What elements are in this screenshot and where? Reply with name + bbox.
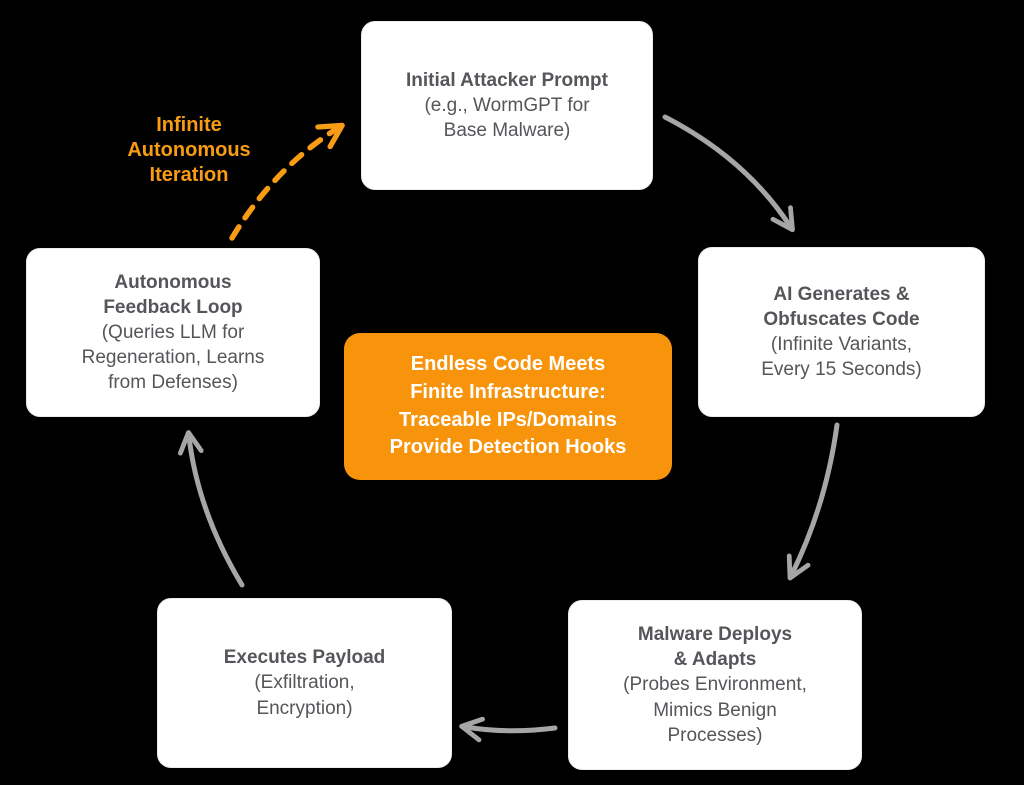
node-autonomous-feedback-loop: Autonomous Feedback Loop (Queries LLM fo… — [26, 248, 320, 417]
node-executes-payload: Executes Payload (Exfiltration, Encrypti… — [157, 598, 452, 768]
arrow-execute-to-feedback-icon — [177, 430, 245, 588]
arrow-prompt-to-generate-icon — [662, 114, 795, 233]
node-ai-generates-obfuscates: AI Generates & Obfuscates Code (Infinite… — [698, 247, 985, 417]
node-detail: (Queries LLM for Regeneration, Learns fr… — [81, 321, 265, 394]
node-malware-deploys-adapts: Malware Deploys & Adapts (Probes Environ… — [568, 600, 862, 770]
node-title: Executes Payload — [223, 647, 386, 669]
node-detail: (Exfiltration, Encryption) — [254, 672, 355, 719]
node-detail: (Probes Environment, Mimics Benign Proce… — [623, 674, 807, 746]
center-callout: Endless Code Meets Finite Infrastructure… — [344, 333, 672, 480]
arrow-feedback-to-prompt-dashed-icon — [229, 122, 345, 241]
node-detail: (e.g., WormGPT for Base Malware) — [424, 94, 590, 142]
arrow-deploy-to-execute-icon — [459, 716, 558, 743]
node-detail: (Infinite Variants, Every 15 Seconds) — [761, 334, 922, 381]
loop-label: Infinite Autonomous Iteration — [127, 114, 251, 187]
node-title: Malware Deploys & Adapts — [637, 624, 793, 671]
node-initial-attacker-prompt: Initial Attacker Prompt (e.g., WormGPT f… — [361, 21, 653, 190]
node-title: Autonomous Feedback Loop — [103, 271, 243, 318]
arrow-generate-to-deploy-icon — [786, 422, 840, 581]
node-title: Initial Attacker Prompt — [405, 69, 608, 91]
node-title: AI Generates & Obfuscates Code — [763, 283, 920, 330]
